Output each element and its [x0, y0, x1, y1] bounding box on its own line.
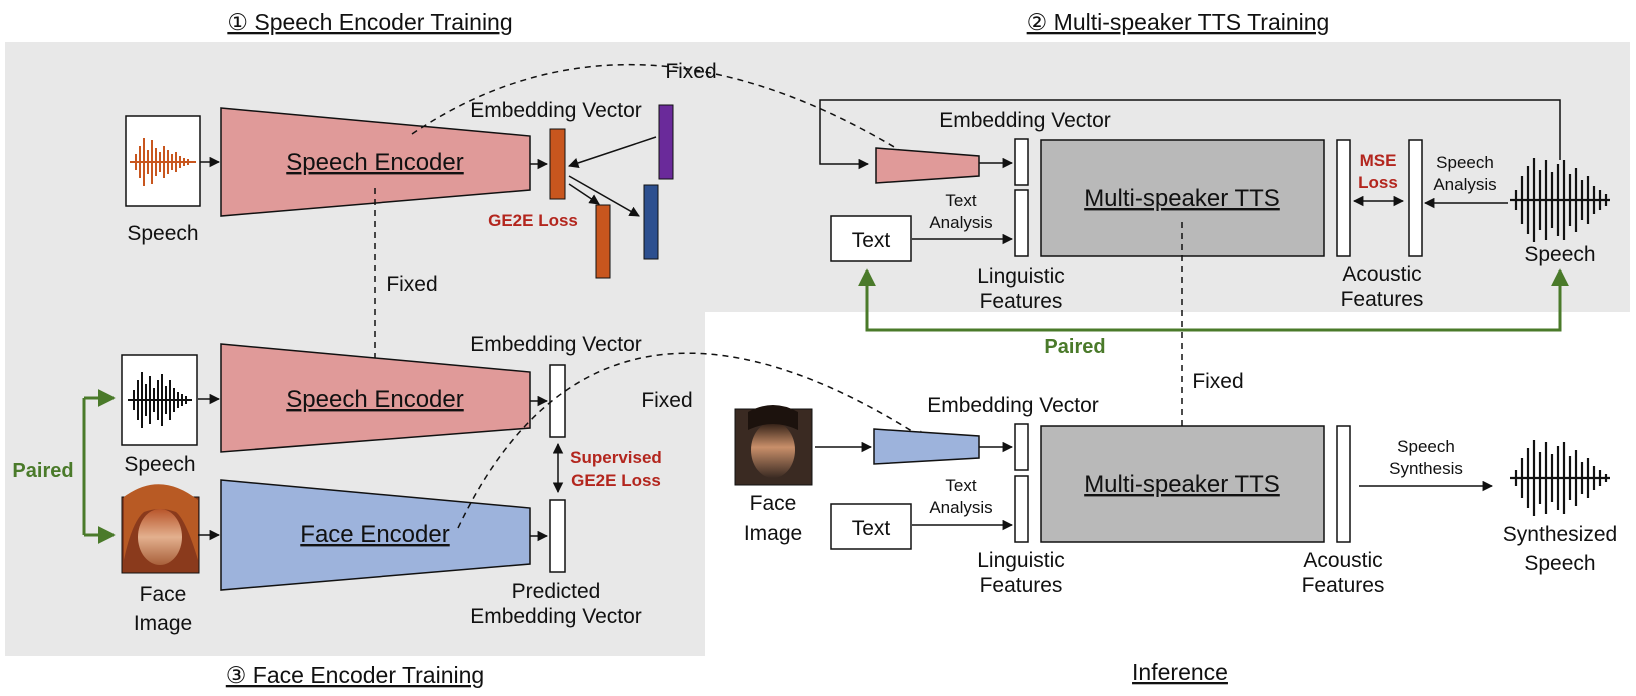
inf-text-label: Text — [852, 517, 891, 540]
face-encoder-label: Face Encoder — [300, 521, 449, 548]
inf-text-box — [830, 503, 912, 550]
waveform-icon — [1510, 440, 1610, 516]
paired-label-left: Paired — [12, 460, 73, 482]
face-label-line2: Image — [134, 612, 192, 635]
tts-text-box — [830, 215, 912, 262]
embedding-vector-blue — [643, 184, 659, 260]
title-inference: Inference — [1132, 659, 1228, 685]
inference-section: Face Image Embedding Vector Text Text An… — [734, 394, 1617, 597]
title-face-encoder-training: ③ Face Encoder Training — [226, 662, 484, 688]
inf-text-analysis-2: Analysis — [929, 498, 992, 517]
mse-loss-2: Loss — [1358, 173, 1398, 192]
tts-training-section: Embedding Vector Text Text Analysis Ling… — [819, 99, 1610, 448]
tts-speech-label: Speech — [1524, 243, 1595, 266]
fixed-label-tts: Fixed — [1192, 370, 1243, 393]
paired-label-tts: Paired — [1044, 336, 1105, 358]
fixed-label-top: Fixed — [665, 60, 716, 83]
waveform-icon — [130, 138, 196, 186]
tts-linguistic-1: Linguistic — [977, 265, 1065, 288]
speech-analysis-2: Analysis — [1433, 175, 1496, 194]
title-multispeaker-tts-training: ② Multi-speaker TTS Training — [1027, 9, 1330, 35]
inf-tts-label: Multi-speaker TTS — [1084, 471, 1280, 498]
speech-analysis-1: Speech — [1436, 153, 1494, 172]
supervised-loss-line2: GE2E Loss — [571, 471, 661, 490]
inf-face-label-2: Image — [744, 522, 802, 545]
inf-linguistic-1: Linguistic — [977, 549, 1065, 572]
embedding-vector-orange — [549, 128, 566, 200]
speech-label: Speech — [124, 453, 195, 476]
tts-text-label: Text — [852, 229, 891, 252]
predicted-embedding-box — [549, 499, 566, 573]
face-encoder-training-section: Speech Face Image Paired Speech Encoder … — [12, 333, 927, 635]
tts-target-acoustic-box — [1408, 139, 1423, 257]
embedding-vector-purple — [658, 104, 674, 180]
tts-text-analysis-1: Text — [945, 191, 976, 210]
inf-linguistic-box — [1014, 475, 1029, 543]
embedding-vector-label-2: Embedding Vector — [470, 333, 642, 356]
inf-acoustic-box — [1336, 425, 1351, 543]
tts-embedding-label: Embedding Vector — [939, 109, 1111, 132]
tts-linguistic-box — [1014, 189, 1029, 257]
tts-text-analysis-2: Analysis — [929, 213, 992, 232]
tts-acoustic-2: Features — [1341, 288, 1424, 311]
embedding-vector-box — [549, 364, 566, 438]
ge2e-loss-label: GE2E Loss — [488, 211, 578, 230]
inf-acoustic-1: Acoustic — [1303, 549, 1382, 572]
tts-acoustic-1: Acoustic — [1342, 263, 1421, 286]
mse-loss-1: MSE — [1360, 151, 1397, 170]
inf-linguistic-2: Features — [980, 574, 1063, 597]
face-photo — [734, 405, 813, 486]
embedding-vector-orange-2 — [595, 204, 611, 279]
title-speech-encoder-training: ① Speech Encoder Training — [227, 9, 512, 35]
inf-embedding-label: Embedding Vector — [927, 394, 1099, 417]
predicted-label-line1: Predicted — [512, 580, 601, 603]
inf-acoustic-2: Features — [1302, 574, 1385, 597]
face-label-line1: Face — [140, 583, 187, 606]
face-photo — [121, 484, 200, 574]
synthesized-speech-2: Speech — [1524, 552, 1595, 575]
speech-encoder-label-2: Speech Encoder — [286, 386, 463, 413]
speech-encoder-label: Speech Encoder — [286, 149, 463, 176]
tts-embedding-box — [1014, 138, 1029, 186]
speech-synthesis-2: Synthesis — [1389, 459, 1463, 478]
tts-linguistic-2: Features — [980, 290, 1063, 313]
speech-encoder-block — [220, 107, 531, 217]
tts-main-label: Multi-speaker TTS — [1084, 185, 1280, 212]
inf-tts-box — [1040, 425, 1325, 543]
embedding-vector-label: Embedding Vector — [470, 99, 642, 122]
predicted-label-line2: Embedding Vector — [470, 605, 642, 628]
supervised-loss-line1: Supervised — [570, 448, 662, 467]
speech-encoder-block-2 — [220, 343, 531, 453]
synthesized-speech-1: Synthesized — [1503, 523, 1617, 546]
inf-face-label-1: Face — [750, 492, 797, 515]
waveform-icon — [1510, 158, 1610, 242]
fixed-label-face: Fixed — [641, 389, 692, 412]
speech-input-label: Speech — [127, 222, 198, 245]
face-encoder-block — [220, 479, 531, 591]
speaker-encoder-mini — [875, 147, 980, 184]
face-encoder-mini — [873, 428, 980, 465]
tts-acoustic-box — [1336, 139, 1351, 257]
inf-text-analysis-1: Text — [945, 476, 976, 495]
inf-embedding-box — [1014, 423, 1029, 471]
waveform-icon — [128, 372, 192, 428]
speech-synthesis-1: Speech — [1397, 437, 1455, 456]
speech-encoder-training-section: Speech Speech Encoder Embedding Vector G… — [125, 60, 929, 376]
fixed-label-middle: Fixed — [386, 273, 437, 296]
